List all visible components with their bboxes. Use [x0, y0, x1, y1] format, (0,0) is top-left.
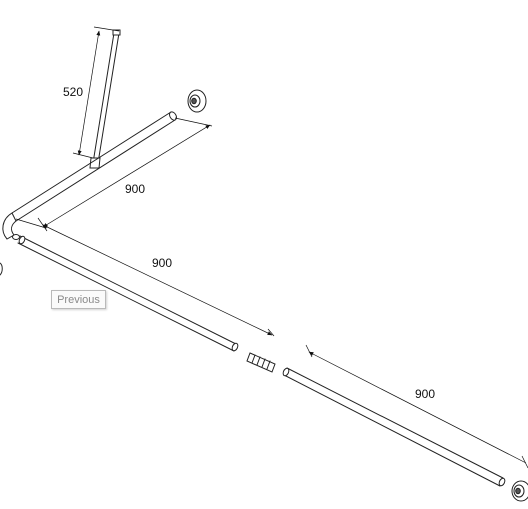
- corner-elbow: [2, 212, 20, 240]
- dim-line-middle-900: [37, 217, 275, 337]
- dim-label-520: 520: [63, 85, 83, 99]
- wall-bracket-top: [187, 89, 207, 113]
- connector: [246, 352, 276, 373]
- dim-label-middle-900: 900: [152, 256, 172, 270]
- right-rail: [282, 367, 506, 487]
- edge-fragment: [0, 262, 3, 276]
- dim-label-top-900: 900: [125, 182, 145, 196]
- dim-line-top-900: [15, 117, 213, 229]
- dim-line-right-900: [305, 344, 528, 469]
- wall-bracket-right: [511, 480, 528, 502]
- dim-label-right-900: 900: [415, 387, 435, 401]
- previous-button[interactable]: Previous: [51, 290, 106, 309]
